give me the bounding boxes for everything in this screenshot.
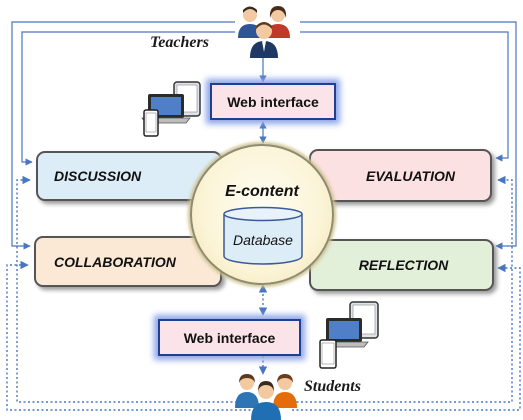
- students-right-outer-connector: [292, 263, 521, 411]
- discussion-box: DISCUSSION: [36, 151, 222, 201]
- laptop-tablet-icon: [319, 301, 379, 369]
- teachers-left-connector: [11, 21, 235, 250]
- reflection-box: REFLECTION: [309, 239, 494, 291]
- database-label: Database: [233, 232, 293, 248]
- teachers-label: Teachers: [150, 34, 209, 51]
- students-label: Students: [304, 378, 361, 395]
- evaluation-box: EVALUATION: [309, 149, 492, 202]
- teachers-right-connector: [300, 21, 517, 250]
- students-left-inner-connector: [16, 175, 255, 403]
- students-group-icon: [235, 374, 297, 420]
- teachers-evaluation-connector: [300, 31, 509, 162]
- web-interface-top: Web interface: [210, 83, 336, 120]
- collaboration-box: COLLABORATION: [34, 236, 222, 287]
- teachers-group-icon: [238, 6, 290, 58]
- e-content-title: E-content: [225, 183, 299, 200]
- database-cylinder-icon: [223, 206, 303, 265]
- students-left-outer-connector: [6, 260, 255, 411]
- web-interface-bottom: Web interface: [158, 319, 301, 356]
- teachers-discussion-connector: [21, 31, 235, 166]
- laptop-tablet-phone-icon: [141, 81, 201, 137]
- students-right-inner-connector: [292, 175, 513, 403]
